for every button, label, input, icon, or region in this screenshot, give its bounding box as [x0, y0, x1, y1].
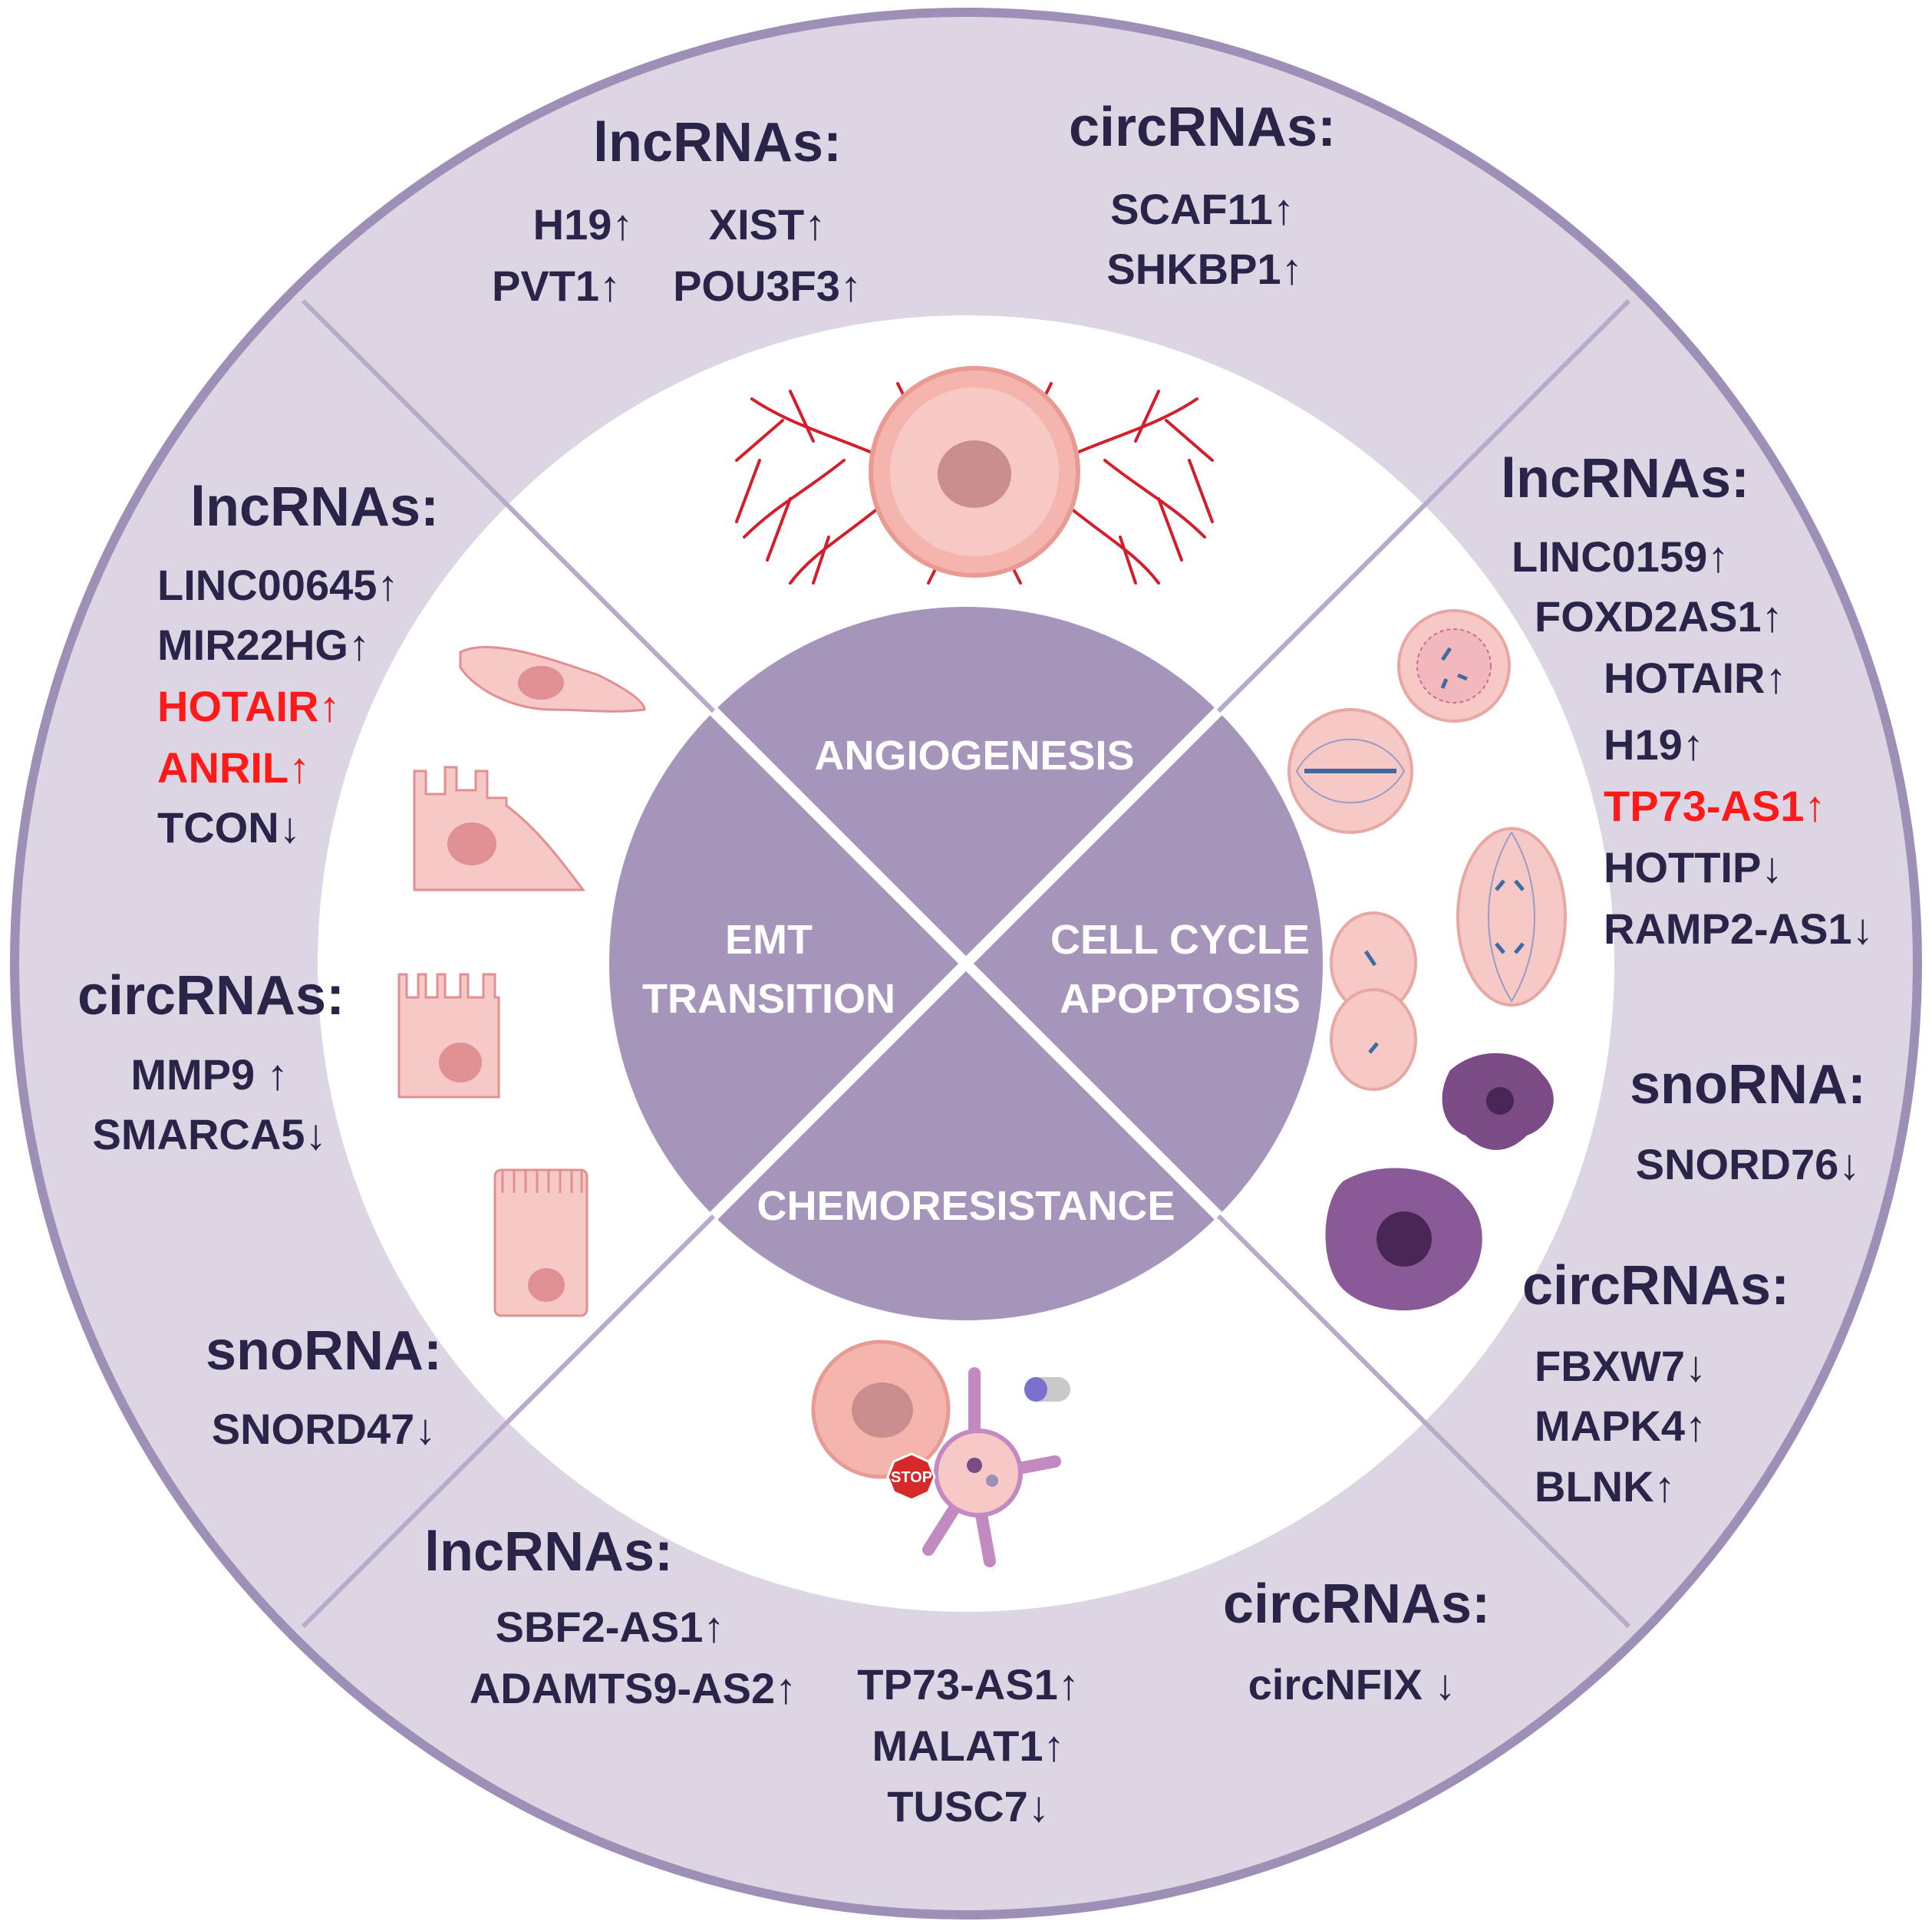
- right-circ-item: BLNK↑: [1535, 1462, 1676, 1511]
- left-lnc-item: LINC00645↑: [157, 561, 398, 609]
- top-lnc-item: XIST↑: [709, 200, 826, 249]
- cell-anaphase: [1456, 827, 1567, 1007]
- top-lnc-header: lncRNAs:: [593, 112, 842, 173]
- right-lnc-item-highlighted: TP73-AS1↑: [1604, 782, 1825, 830]
- angiogenesis-label: ANGIOGENESIS: [814, 733, 1134, 779]
- top-circ-item: SHKBP1↑: [1106, 245, 1302, 293]
- drug-capsule-icon: [1024, 1377, 1070, 1402]
- bottom-circ-header: circRNAs:: [1223, 1573, 1490, 1635]
- right-lnc-header: lncRNAs:: [1501, 448, 1749, 509]
- emt-epithelial-cell: [493, 1168, 589, 1317]
- right-circ-item: FBXW7↓: [1535, 1342, 1706, 1390]
- emt-label-line1: EMT: [725, 917, 813, 963]
- bottom-lnc-item: TP73-AS1↑: [857, 1660, 1079, 1709]
- right-circ-header: circRNAs:: [1522, 1255, 1789, 1316]
- right-sno-item: SNORD76↓: [1636, 1140, 1861, 1188]
- left-circ-item: SMARCA5↓: [93, 1110, 327, 1158]
- right-lnc-item: HOTTIP↓: [1604, 843, 1782, 891]
- top-circ-item: SCAF11↑: [1110, 185, 1294, 233]
- chemoresistance-illustration: STOP: [811, 1340, 1070, 1567]
- right-lnc-item: RAMP2-AS1↓: [1604, 905, 1874, 953]
- left-lnc-item: MIR22HG↑: [157, 621, 370, 669]
- right-lnc-item: H19↑: [1604, 720, 1704, 769]
- bottom-lnc-item: MALAT1↑: [872, 1722, 1065, 1770]
- top-lnc-item: H19↑: [533, 200, 634, 249]
- center-divider-b: [710, 707, 1222, 1220]
- right-lnc-item: FOXD2AS1↑: [1535, 592, 1783, 641]
- cellcycle-label-line1: CELL CYCLE: [1050, 917, 1310, 963]
- left-sno-header: snoRNA:: [206, 1320, 442, 1382]
- right-sno-header: snoRNA:: [1630, 1054, 1866, 1115]
- stop-sign-icon: STOP: [886, 1452, 936, 1501]
- bottom-circ-item: circNFIX ↓: [1248, 1660, 1456, 1709]
- apoptotic-cell-large: [1325, 1168, 1482, 1311]
- cellcycle-label-line2: APOPTOSIS: [1060, 976, 1301, 1022]
- right-lnc-item: HOTAIR↑: [1604, 654, 1787, 702]
- top-lnc-item: PVT1↑: [492, 262, 621, 310]
- cell-prophase: [1397, 609, 1511, 723]
- left-circ-header: circRNAs:: [77, 965, 345, 1026]
- cell-telophase: [1330, 911, 1417, 1091]
- emt-mesenchymal-cell: [459, 645, 646, 713]
- top-circ-header: circRNAs:: [1069, 97, 1336, 158]
- left-lnc-header: lncRNAs:: [190, 476, 439, 538]
- left-lnc-item: TCON↓: [157, 803, 301, 852]
- angiogenesis-tumor-illustration: [735, 366, 1214, 585]
- bottom-lnc-header: lncRNAs:: [424, 1521, 673, 1583]
- emt-label-line2: TRANSITION: [642, 976, 895, 1022]
- left-sno-item: SNORD47↓: [212, 1405, 437, 1453]
- bottom-lnc-item: SBF2-AS1↑: [496, 1603, 725, 1651]
- stop-sign-text: STOP: [891, 1469, 932, 1486]
- left-lnc-item-highlighted: ANRIL↑: [157, 743, 310, 792]
- bottom-lnc-item: TUSC7↓: [887, 1782, 1050, 1830]
- left-lnc-item-highlighted: HOTAIR↑: [157, 682, 341, 730]
- left-circ-item: MMP9 ↑: [130, 1050, 288, 1099]
- right-circ-item: MAPK4↑: [1535, 1402, 1706, 1450]
- chemoresistance-label: CHEMORESISTANCE: [757, 1183, 1175, 1229]
- cell-metaphase: [1287, 708, 1413, 834]
- top-lnc-item: POU3F3↑: [673, 262, 862, 310]
- emt-partial-epithelial-cell: [397, 973, 500, 1099]
- right-lnc-item: LINC0159↑: [1512, 532, 1729, 581]
- bottom-lnc-item: ADAMTS9-AS2↑: [470, 1664, 796, 1712]
- apoptotic-cell-small: [1442, 1053, 1554, 1150]
- emt-transitional-cell: [413, 766, 586, 891]
